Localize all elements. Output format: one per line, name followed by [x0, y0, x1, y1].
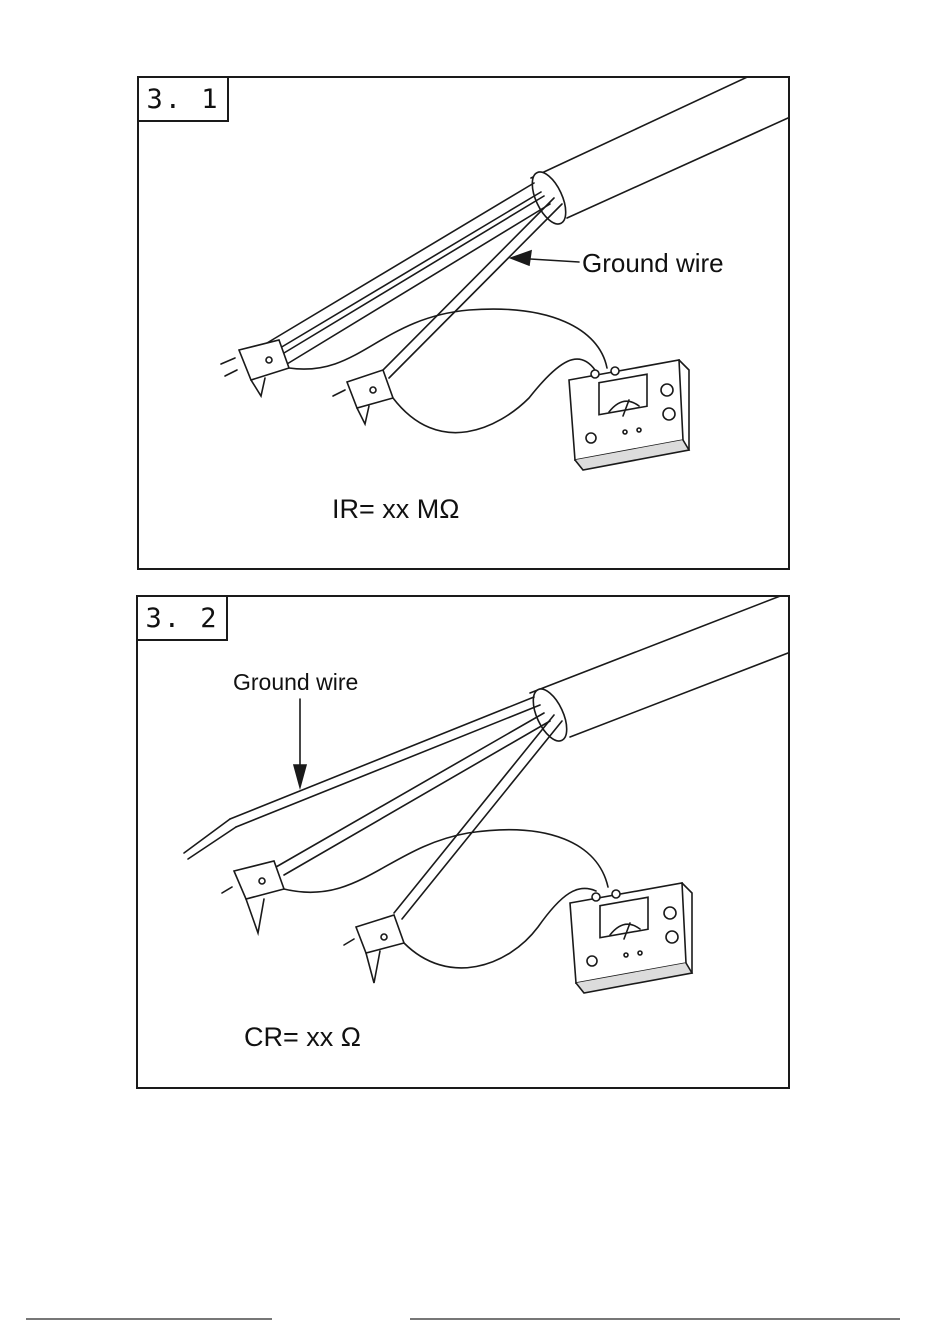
conductor-3: [394, 715, 562, 919]
ground-wire-label: Ground wire: [582, 248, 724, 279]
insulation-resistance-formula: IR= xx MΩ: [332, 494, 459, 525]
ground-wire-conductor: [230, 697, 540, 827]
test-lead-2: [404, 888, 596, 968]
ground-wire-conductor: [381, 198, 562, 378]
cable-insulation-test-drawing: [139, 78, 788, 568]
diagram-panel-insulation-resistance: 3. 1: [137, 76, 790, 570]
test-meter: [569, 360, 689, 470]
conductor-resistance-formula: CR= xx Ω: [244, 1022, 361, 1053]
alligator-clip-left: [222, 861, 284, 933]
ground-wire-pointer-arrow: [294, 765, 306, 787]
test-lead-1: [284, 830, 608, 893]
cable-sheath: [530, 597, 788, 737]
alligator-clip-left: [221, 340, 289, 396]
alligator-clip-middle: [344, 915, 404, 983]
page-footer-rule-right: [410, 1318, 900, 1320]
ground-wire-label: Ground wire: [233, 669, 358, 696]
ground-wire-bare-end: [184, 819, 236, 859]
alligator-clip-middle: [333, 370, 393, 424]
cable-sheath: [531, 78, 788, 218]
test-meter: [570, 883, 692, 993]
page-footer-rule-left: [26, 1318, 272, 1320]
diagram-panel-conductor-resistance: 3. 2: [136, 595, 790, 1089]
test-lead-2: [393, 359, 595, 433]
